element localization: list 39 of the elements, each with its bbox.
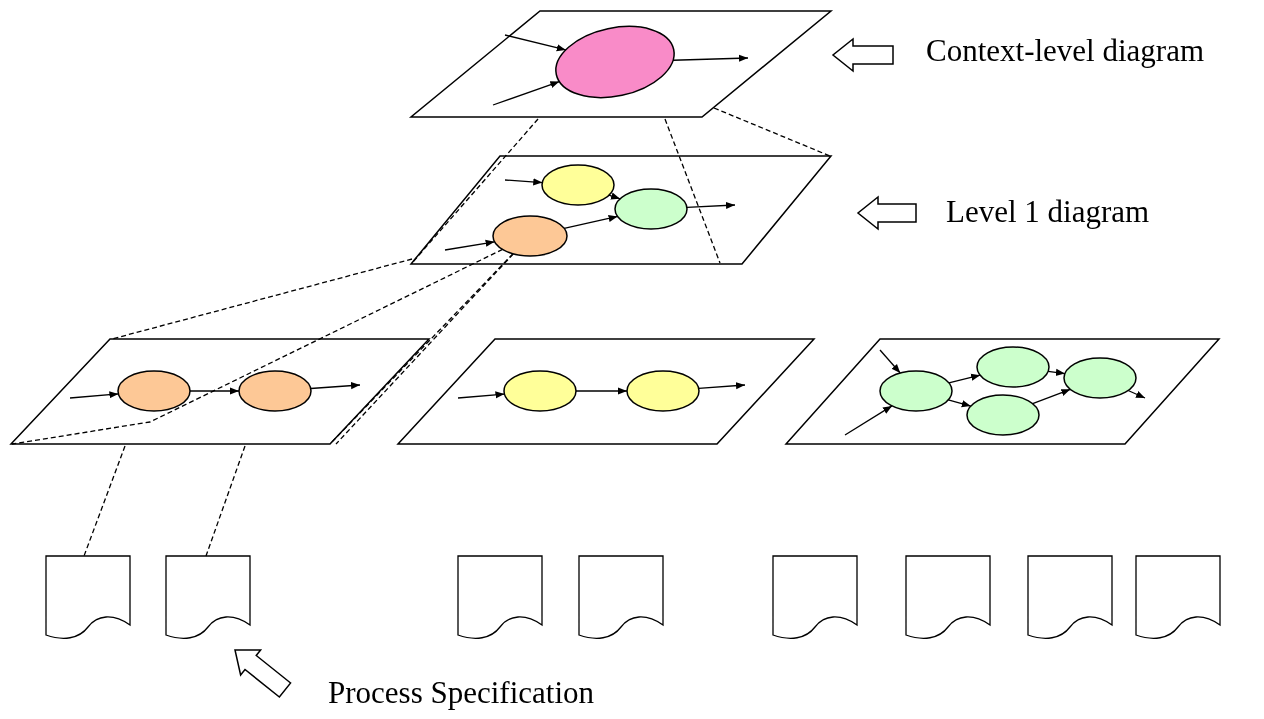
flow-arrow <box>504 178 543 186</box>
projection-line <box>713 107 831 157</box>
level-label: Context-level diagram <box>926 34 1205 69</box>
flow-arrow <box>444 239 496 251</box>
projection-line <box>11 248 504 445</box>
flow-arrow <box>879 349 901 374</box>
flow-arrow <box>310 382 361 390</box>
projection-line <box>411 118 539 264</box>
level-label: Level 1 diagram <box>946 195 1150 230</box>
hollow-arrow <box>831 37 894 73</box>
flow-arrow <box>457 391 506 399</box>
level-label: Process Specification <box>328 676 594 711</box>
diagram-plane <box>397 338 815 445</box>
projection-line <box>664 118 721 264</box>
projection-line <box>111 258 413 340</box>
flow-arrow <box>504 34 567 52</box>
diagram-plane <box>785 338 1220 445</box>
flow-arrow <box>698 382 746 390</box>
flow-arrow <box>563 214 619 229</box>
flow-arrow <box>492 80 561 106</box>
flow-arrow <box>672 54 749 62</box>
diagram-plane <box>10 338 430 445</box>
flow-arrow <box>1032 388 1071 405</box>
flow-arrow <box>575 387 628 395</box>
flow-arrow <box>686 201 736 209</box>
flow-arrow <box>1047 368 1066 376</box>
flow-arrow <box>947 399 972 408</box>
flow-arrow <box>1127 389 1146 399</box>
flow-arrow <box>844 405 893 436</box>
hollow-arrow <box>856 195 917 231</box>
diagram-plane <box>410 10 832 118</box>
flow-arrow <box>69 391 120 399</box>
projection-line <box>83 445 126 557</box>
flow-arrow <box>608 192 621 200</box>
flow-arrow <box>189 387 240 395</box>
flow-arrow <box>948 373 981 384</box>
hollow-arrow <box>234 649 292 699</box>
projection-line <box>205 445 246 557</box>
diagram-plane <box>410 155 832 265</box>
